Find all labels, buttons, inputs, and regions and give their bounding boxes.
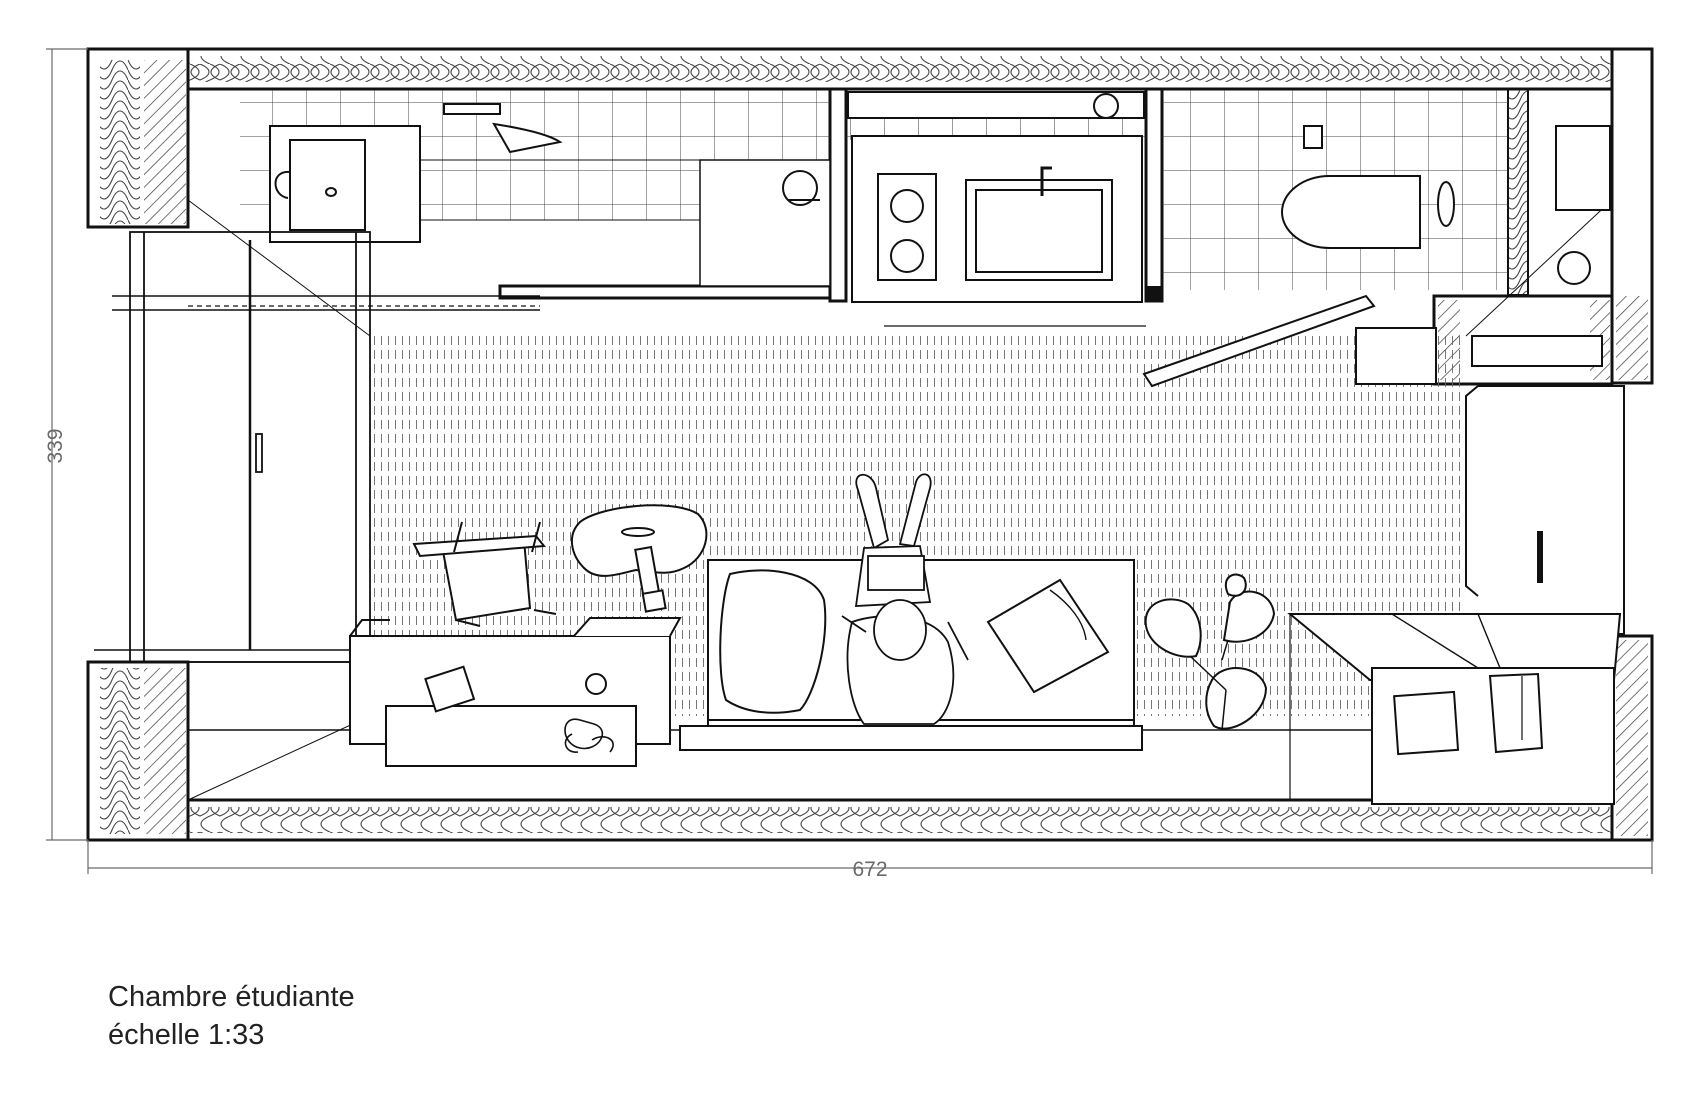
pillow bbox=[986, 578, 1110, 694]
shower-head-icon bbox=[782, 170, 818, 206]
cushion bbox=[719, 569, 827, 714]
shirt-icon bbox=[1488, 672, 1544, 754]
caption-title: Chambre étudiante bbox=[108, 981, 355, 1013]
hob-ring-icon bbox=[890, 189, 924, 223]
height-dimension-label: 339 bbox=[44, 428, 67, 463]
desk bbox=[349, 617, 682, 767]
caption: Chambre étudiante échelle 1:33 bbox=[108, 978, 355, 1054]
window-handle-icon bbox=[255, 433, 263, 473]
outer-walls bbox=[86, 47, 1654, 842]
book-icon bbox=[1393, 690, 1460, 756]
book-icon bbox=[424, 665, 476, 713]
person-reading bbox=[841, 473, 969, 725]
caption-scale: échelle 1:33 bbox=[108, 1019, 265, 1051]
chair bbox=[412, 521, 557, 627]
width-dimension-label: 672 bbox=[852, 858, 887, 881]
wardrobe-handle-icon bbox=[1537, 531, 1543, 583]
bathroom-door bbox=[1142, 294, 1376, 388]
plant-icon bbox=[1144, 573, 1276, 731]
head bbox=[873, 599, 927, 661]
sofa-bed bbox=[679, 473, 1143, 751]
wardrobe bbox=[1287, 385, 1625, 805]
guitar-icon bbox=[570, 504, 708, 613]
window bbox=[94, 231, 540, 663]
mug-icon bbox=[585, 673, 607, 695]
faucet-icon bbox=[1040, 166, 1052, 196]
book-icon bbox=[867, 555, 925, 591]
hob-ring-icon bbox=[890, 239, 924, 273]
towel-rack bbox=[443, 103, 501, 115]
bathroom-fixtures bbox=[269, 103, 1611, 388]
plant-pot-icon bbox=[564, 718, 614, 753]
dimension-lines bbox=[46, 48, 1653, 874]
kitchenette bbox=[847, 91, 1146, 327]
toilet-paper-icon bbox=[1303, 125, 1323, 149]
